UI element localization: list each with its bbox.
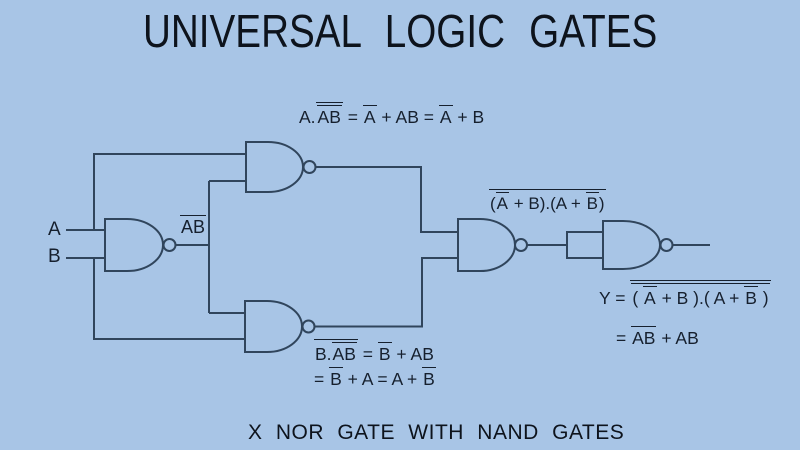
page-title: UNIVERSAL LOGIC GATES: [142, 5, 658, 57]
output-formula-line1: Y = ( A + B ).( A + B ): [599, 280, 771, 310]
wire-a-branch: [93, 153, 246, 230]
invert-bubble-5: [659, 238, 674, 252]
nand-gate-2: [245, 141, 317, 193]
wire-gate2-output: [315, 166, 458, 233]
wire-gate3-output: [314, 257, 458, 328]
invert-bubble-3: [301, 319, 316, 334]
output-formula-line2: = AB + AB: [616, 326, 699, 348]
gate3-formula-line1: B.AB = B + AB: [314, 339, 436, 366]
input-tie-box: [566, 231, 604, 259]
input-label-a: A: [48, 219, 61, 240]
diagram-caption: X NOR GATE WITH NAND GATES: [248, 421, 625, 444]
nand-gate-1: [104, 218, 177, 272]
wire-b-branch: [93, 258, 245, 340]
nand-gate-4: [457, 218, 528, 272]
invert-bubble-2: [302, 160, 317, 174]
gate3-formula-line2: = B + A = A + B: [314, 366, 436, 389]
invert-bubble-1: [162, 238, 177, 252]
input-label-b: B: [48, 246, 61, 267]
invert-bubble-4: [514, 238, 528, 252]
nand-gate-3: [244, 300, 316, 353]
gate2-formula: A. AB = A + AB = A + B: [299, 102, 484, 129]
gate1-output-label: AB: [180, 215, 207, 237]
nand-gate-5: [602, 220, 674, 270]
gate4-label: (A + B).(A + B): [489, 189, 606, 214]
gate3-formula-block: B.AB = B + AB = B + A = A + B: [314, 339, 436, 391]
